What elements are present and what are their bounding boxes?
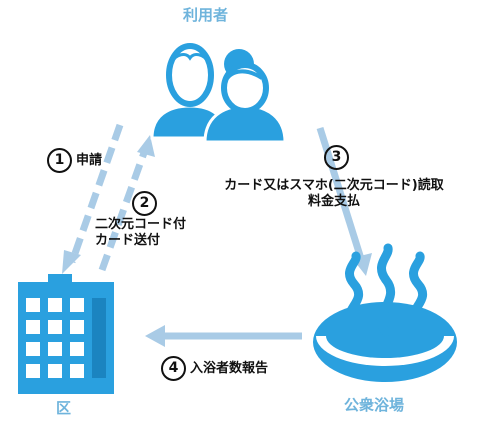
- ward-label: 区: [56, 399, 72, 417]
- step-number: 1: [47, 148, 72, 173]
- step-text-line2: カード送付: [95, 233, 161, 249]
- arrow-apply: [62, 123, 124, 274]
- step-text: 入浴者数報告: [190, 361, 269, 376]
- step-send-card: 二次元コード付 カード送付: [95, 217, 186, 250]
- arrow-report: [145, 325, 302, 347]
- building-icon: [18, 274, 114, 394]
- step-number-2: 2: [132, 191, 161, 216]
- step-text-line1: カード又はスマホ(二次元コード)読取: [224, 178, 444, 193]
- hot-spring-icon: [313, 243, 457, 382]
- public-bath-label: 公衆浴場: [344, 396, 405, 414]
- step-pay: カード又はスマホ(二次元コード)読取 料金支払: [186, 178, 480, 211]
- arrow-send-card: [98, 135, 155, 272]
- step-number: 4: [161, 356, 186, 381]
- step-number: 2: [132, 191, 157, 216]
- step-text-line1: 二次元コード付: [95, 217, 187, 232]
- two-people-icon: [150, 43, 287, 144]
- step-text: 申請: [76, 153, 103, 168]
- step-text-line2: 料金支払: [307, 194, 360, 210]
- step-apply: 1 申請: [47, 148, 102, 173]
- step-number-3: 3: [324, 145, 353, 170]
- user-label: 利用者: [183, 6, 229, 24]
- step-report: 4 入浴者数報告: [161, 356, 268, 381]
- step-number: 3: [324, 145, 349, 170]
